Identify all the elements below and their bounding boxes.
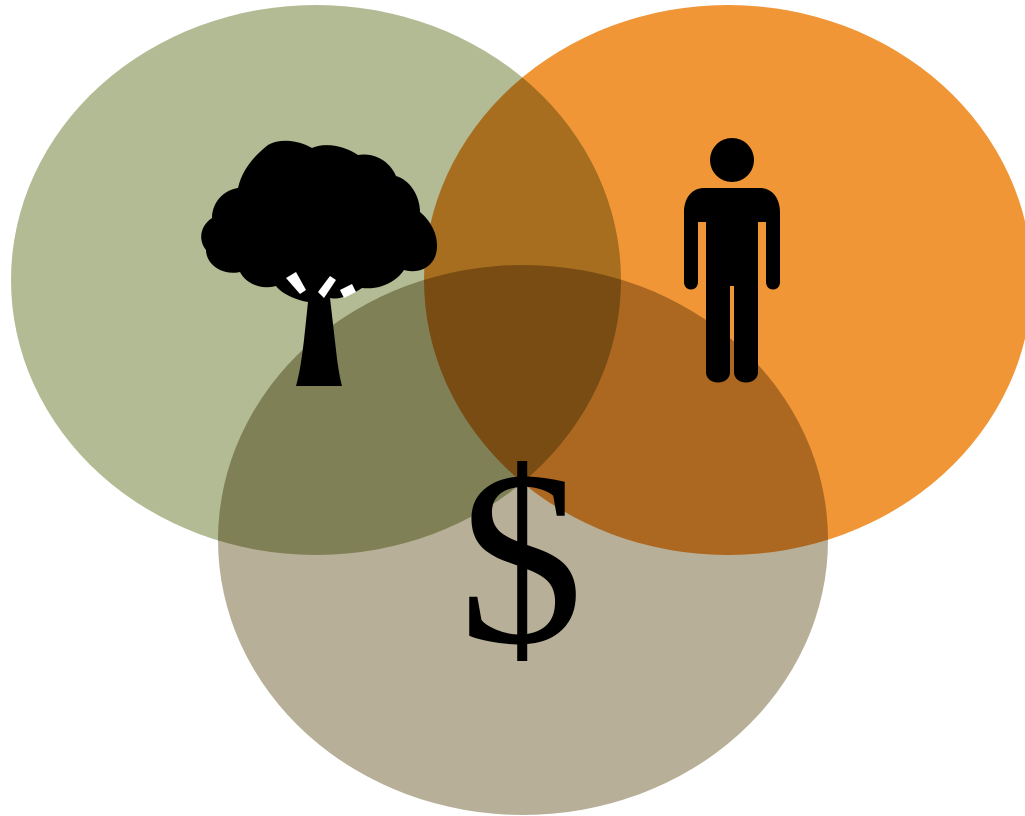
dollar-icon: $ — [459, 420, 584, 697]
economy-circle — [218, 265, 828, 815]
person-icon — [684, 138, 780, 383]
tree-icon — [201, 140, 438, 386]
